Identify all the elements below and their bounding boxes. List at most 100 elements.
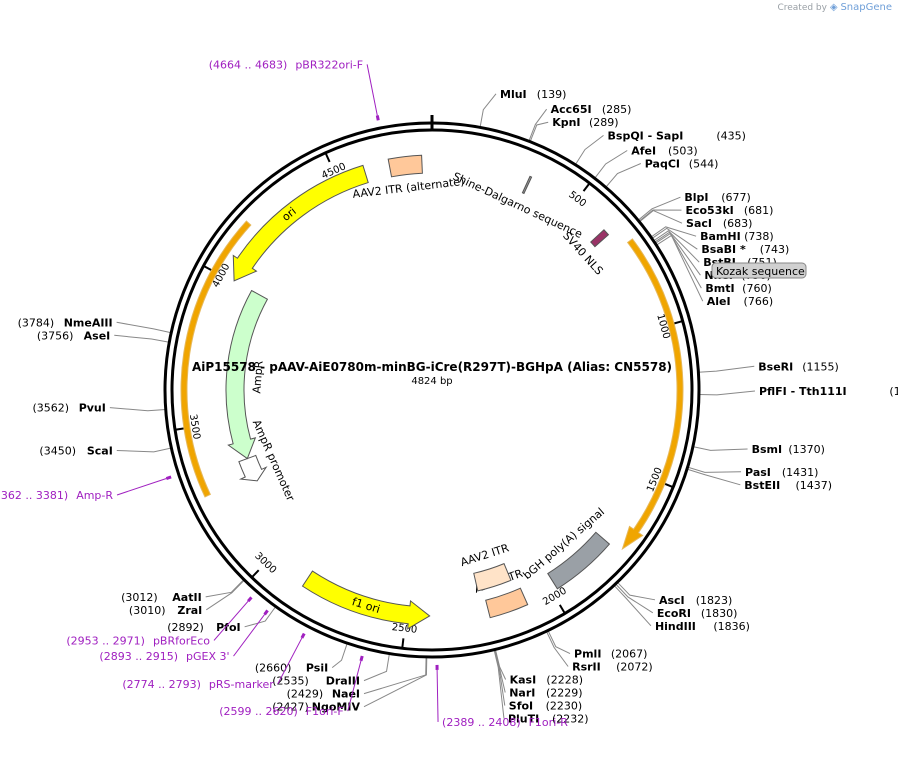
primer-amp-r[interactable]: (3362 .. 3381)Amp-R — [0, 478, 167, 502]
site-position: (2232) — [552, 713, 589, 726]
site-name: PvuI — [79, 402, 106, 415]
site-pluti[interactable]: PluTI(2232) — [508, 713, 589, 726]
tick-mark — [558, 604, 566, 614]
primer-name: F1ori-F — [306, 705, 344, 718]
site-position: (1431) — [782, 466, 819, 479]
site-leader — [363, 656, 427, 695]
site-rsrii[interactable]: RsrII(2072) — [572, 661, 653, 674]
feature-icre[interactable] — [621, 238, 684, 551]
primer-range-text: (3362 .. 3381) — [0, 489, 68, 502]
site-asei[interactable]: AseI(3756) — [37, 329, 110, 342]
site-name: PfoI — [216, 621, 241, 634]
primer-range: (2389 .. 2408)F1ori-R — [442, 716, 568, 729]
site-name: KpnI — [552, 116, 580, 129]
primer-f1ori-f[interactable]: (2599 .. 2620) F1ori-F — [219, 660, 362, 718]
feature-ampr[interactable] — [225, 289, 269, 460]
feature-orange-left[interactable] — [180, 220, 252, 498]
site-position: (681) — [744, 204, 774, 217]
feature-ori[interactable] — [232, 164, 369, 282]
site-psii[interactable]: PsiI(2660) — [255, 662, 328, 675]
site-bspqi-sapi[interactable]: BspQI - SapI(435) — [608, 129, 746, 142]
site-pmli[interactable]: PmlI(2067) — [574, 648, 647, 661]
site-bsabi[interactable]: BsaBI *(743) — [701, 243, 789, 256]
site-leader — [698, 365, 755, 373]
site-zrai[interactable]: ZraI(3010) — [129, 604, 202, 617]
site-leader — [205, 579, 245, 598]
site-asci[interactable]: AscI(1823) — [659, 594, 732, 607]
site-name: AatII — [172, 591, 201, 604]
primer-leader — [347, 660, 362, 712]
site-name: DraIII — [326, 675, 360, 688]
site-bamhi[interactable]: BamHI(738) — [700, 230, 774, 243]
site-kpni[interactable]: KpnI(289) — [552, 116, 618, 129]
site-acc65i[interactable]: Acc65I(285) — [551, 103, 632, 116]
tick-mark — [251, 569, 260, 578]
primer-name: pBR322ori-F — [295, 58, 363, 71]
site-leader — [687, 466, 742, 473]
site-position: (3562) — [32, 402, 69, 415]
site-saci[interactable]: SacI(683) — [686, 217, 752, 230]
site-blpi[interactable]: BlpI(677) — [684, 191, 750, 204]
site-bseri[interactable]: BseRI(1155) — [758, 360, 839, 373]
feature-label-ampr: AmpR — [250, 360, 265, 394]
feature-aav2-itr-alt[interactable] — [387, 154, 423, 178]
primer-range: (4664 .. 4683)pBR322ori-F — [209, 58, 363, 71]
site-hindiii[interactable]: HindIII(1836) — [655, 620, 750, 633]
site-leader — [545, 631, 569, 667]
site-pasi[interactable]: PasI(1431) — [745, 466, 818, 479]
primer-prs-marker[interactable]: (2774 .. 2793)pRS-marker — [122, 637, 303, 691]
site-position: (3012) — [121, 591, 158, 604]
tick-label: 2000 — [541, 585, 568, 607]
site-scai[interactable]: ScaI(3450) — [39, 444, 112, 457]
site-alei[interactable]: AleI(766) — [707, 295, 773, 308]
site-leader — [656, 234, 704, 302]
primer-pbrforeco[interactable]: (2953 .. 2971)pBRforEco — [66, 600, 249, 647]
site-leader — [244, 606, 277, 628]
site-bsmi[interactable]: BsmI(1370) — [752, 443, 825, 456]
site-mlui[interactable]: MluI(139) — [500, 88, 566, 101]
feature-bgh-polya[interactable] — [547, 531, 611, 590]
site-aatii[interactable]: AatII (3012) — [121, 591, 202, 604]
site-pflfi-tth111i[interactable]: PflFI - Tth111I(1219) — [759, 385, 898, 398]
site-afei[interactable]: AfeI(503) — [631, 144, 697, 157]
site-position: (1823) — [696, 594, 733, 607]
primer-name: pBRforEco — [153, 634, 210, 647]
site-kasi[interactable]: KasI(2228) — [510, 674, 583, 687]
feature-ampr-promoter[interactable] — [238, 454, 268, 482]
site-leader — [479, 93, 497, 128]
site-bsteii[interactable]: BstEII(1437) — [744, 479, 832, 492]
primer-leader — [233, 614, 266, 657]
site-leader — [654, 232, 702, 289]
site-nari[interactable]: NarI(2229) — [509, 687, 582, 700]
plasmid-title: AiP15578 - pAAV-AiE0780m-minBG-iCre(R297… — [192, 360, 672, 374]
kozak-box — [711, 262, 807, 279]
kozak-label[interactable]: Kozak sequence — [711, 262, 807, 279]
site-leader — [613, 584, 652, 627]
site-pvui[interactable]: PvuI (3562) — [32, 402, 105, 415]
primer-range: (3362 .. 3381)Amp-R — [0, 489, 113, 502]
feature-shine-dalgarno[interactable] — [521, 175, 533, 195]
feature-aav2-itr-2[interactable] — [473, 562, 512, 592]
site-name: BsmI — [752, 443, 783, 456]
feature-aav2-itr-1[interactable] — [485, 587, 529, 619]
feature-f1-ori[interactable] — [301, 570, 431, 630]
site-name: EcoRI — [657, 607, 691, 620]
site-bmti[interactable]: BmtI(760) — [705, 282, 771, 295]
site-leader — [686, 468, 741, 486]
site-leader — [116, 321, 172, 334]
primer-pbr322ori-f[interactable]: (4664 .. 4683)pBR322ori-F — [209, 58, 378, 116]
feature-sv40-nls[interactable] — [590, 229, 610, 248]
primer-pgex-3[interactable]: (2893 .. 2915)pGEX 3' — [99, 614, 266, 663]
site-draiii[interactable]: DraIII(2535) — [272, 675, 360, 688]
site-sfoi[interactable]: SfoI(2230) — [509, 700, 582, 713]
site-pfoi[interactable]: PfoI(2892) — [167, 621, 240, 634]
site-nmeaiii[interactable]: NmeAIII(3784) — [18, 316, 113, 329]
site-ecori[interactable]: EcoRI(1830) — [657, 607, 738, 620]
site-paqci[interactable]: PaqCI(544) — [645, 157, 719, 170]
site-naei[interactable]: NaeI(2429) — [287, 688, 360, 701]
site-eco53ki[interactable]: Eco53kI(681) — [685, 204, 773, 217]
site-leader — [528, 108, 548, 142]
primer-range-text: (2599 .. 2620) — [219, 705, 298, 718]
primer-f1ori-r[interactable]: (2389 .. 2408)F1ori-R — [436, 669, 568, 729]
site-position: (503) — [668, 144, 698, 157]
